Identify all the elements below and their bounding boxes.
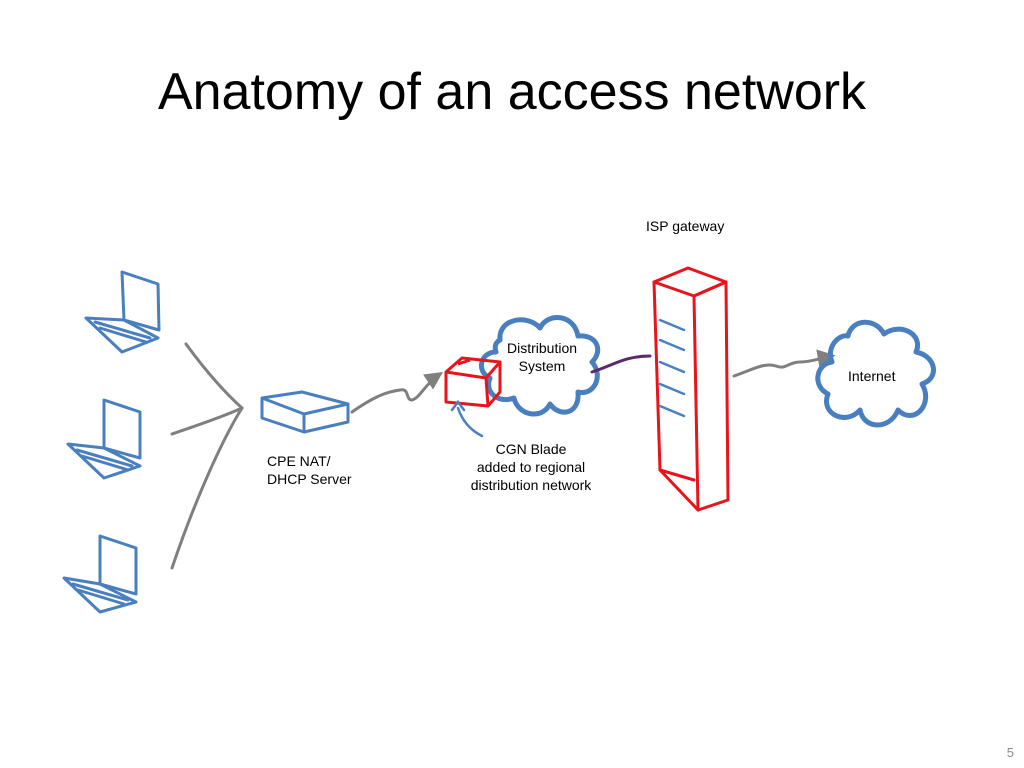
cpe-label-line2: DHCP Server xyxy=(267,471,352,487)
distribution-cloud-icon xyxy=(479,315,601,417)
cpe-router-icon xyxy=(260,390,350,434)
internet-cloud-icon xyxy=(815,319,936,428)
cgn-blade-label-line2: added to regional xyxy=(476,459,586,475)
cgn-blade-label: CGN Blade added to regional distribution… xyxy=(456,440,606,494)
distribution-gateway-link xyxy=(590,354,652,374)
cgn-blade-label-line3: distribution network xyxy=(470,477,592,493)
internet-arrow xyxy=(732,349,836,378)
isp-gateway-slots xyxy=(658,318,686,418)
laptop-icon xyxy=(62,534,138,614)
internet-label: Internet xyxy=(848,368,896,384)
cgn-blade-label-line1: CGN Blade xyxy=(495,441,567,457)
distribution-system-label: Distribution System xyxy=(496,339,588,375)
laptop-icon xyxy=(84,270,161,354)
lan-links xyxy=(170,342,244,570)
distribution-system-label-line2: System xyxy=(518,358,566,374)
cgn-pointer-arrow xyxy=(456,406,484,438)
isp-gateway-icon xyxy=(652,266,730,512)
cgn-blade-icon xyxy=(444,356,502,408)
cgn-pointer-arrowhead xyxy=(450,399,466,412)
distribution-system-label-line1: Distribution xyxy=(506,340,578,356)
page-number: 5 xyxy=(1006,745,1014,760)
uplink-arrow xyxy=(350,372,443,414)
cpe-label-line1: CPE NAT/ xyxy=(267,453,331,469)
laptop-icon xyxy=(66,398,142,480)
isp-gateway-label: ISP gateway xyxy=(646,218,725,234)
slide-title: Anatomy of an access network xyxy=(157,63,867,121)
cpe-label: CPE NAT/ DHCP Server xyxy=(267,452,352,488)
